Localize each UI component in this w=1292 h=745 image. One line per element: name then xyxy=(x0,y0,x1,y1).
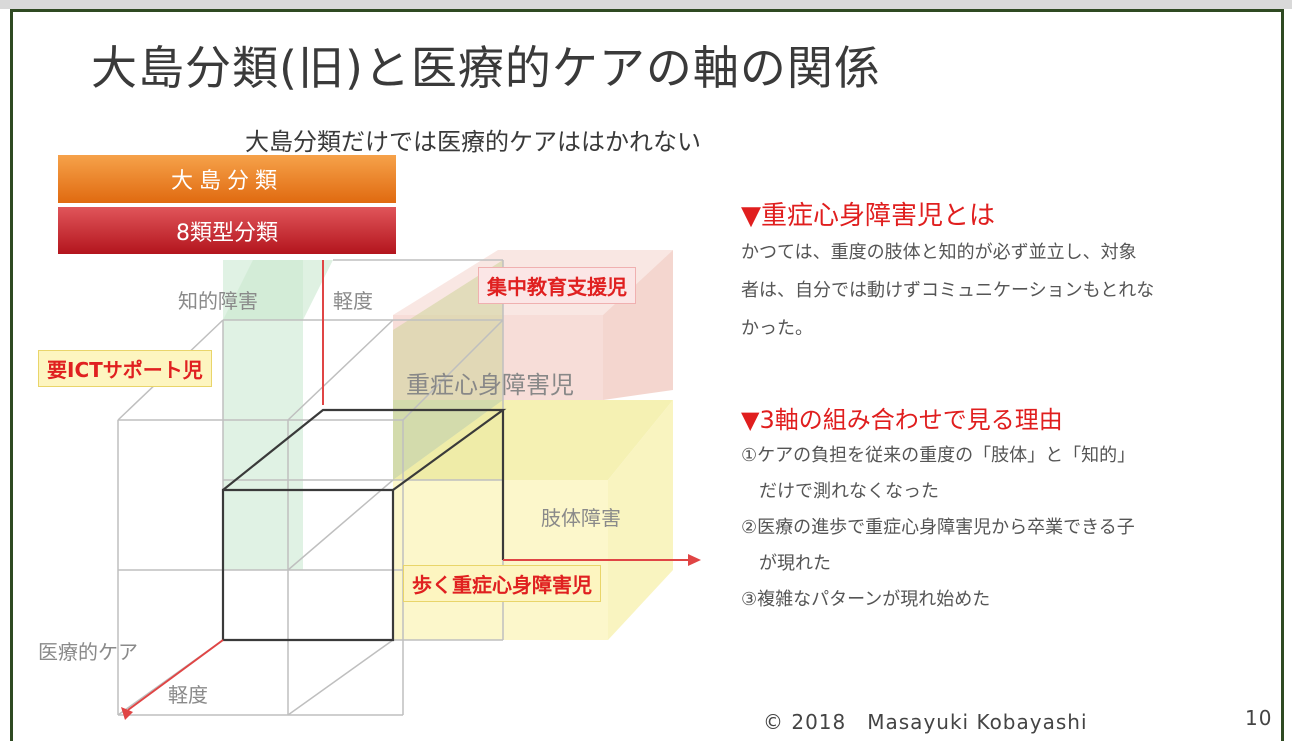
pink-block-side xyxy=(603,250,673,400)
mild-top-label: 軽度 xyxy=(333,289,373,313)
section2-item: ③複雑なパターンが現れ始めた xyxy=(741,589,991,610)
yellow-block-side xyxy=(608,400,673,640)
slide-title: 大島分類(旧)と医療的ケアの軸の関係 xyxy=(91,41,881,95)
section2-item: ②医療の進歩で重症心身障害児から卒業できる子 xyxy=(741,517,1135,538)
slide-subtitle: 大島分類だけでは医療的ケアははかれない xyxy=(245,128,701,156)
section1-line: かった。 xyxy=(741,318,813,339)
green-column xyxy=(223,260,303,570)
intensive-support-tag: 集中教育支援児 xyxy=(478,267,636,304)
section2-heading: ▼3軸の組み合わせで見る理由 xyxy=(741,406,1063,434)
severe-label: 重症心身障害児 xyxy=(406,371,574,399)
medical-care-label: 医療的ケア xyxy=(38,640,138,664)
mild-bottom-label: 軽度 xyxy=(168,683,208,707)
section2-item: だけで測れなくなった xyxy=(741,481,939,502)
type8-badge: 8類型分類 xyxy=(58,207,396,254)
slide: 大島分類(旧)と医療的ケアの軸の関係 大島分類だけでは医療的ケアははかれない xyxy=(10,9,1284,741)
cube-diagram xyxy=(117,250,701,720)
yellow-block-top xyxy=(393,400,673,480)
page-number: 10 xyxy=(1245,706,1273,730)
inner-cube xyxy=(221,408,507,642)
section1-heading: ▼重症心身障害児とは xyxy=(741,201,995,231)
section2-body: ①ケアの負担を従来の重度の「肢体」と「知的」 だけで測れなくなった ②医療の進歩… xyxy=(741,438,1135,618)
axis-lines xyxy=(127,260,688,711)
section2-item: ①ケアの負担を従来の重度の「肢体」と「知的」 xyxy=(741,445,1136,466)
section2-item: が現れた xyxy=(741,553,831,574)
axis-arrow-right xyxy=(688,554,701,566)
intellectual-label: 知的障害 xyxy=(178,289,258,313)
axis-arrow-down xyxy=(121,707,133,720)
copyright: © 2018 Masayuki Kobayashi xyxy=(763,710,1088,734)
section1-line: 者は、自分では動けずコミュニケーションもとれな xyxy=(741,280,1155,301)
top-band xyxy=(0,0,1292,9)
green-column-top xyxy=(223,260,333,320)
physical-label: 肢体障害 xyxy=(541,506,621,530)
oshima-badge: 大島分類 xyxy=(58,155,396,203)
section1-line: かつては、重度の肢体と知的が必ず並立し、対象 xyxy=(741,242,1137,263)
ict-support-tag: 要ICTサポート児 xyxy=(38,350,212,387)
walking-severe-tag: 歩く重症心身障害児 xyxy=(403,565,601,602)
section1-body: かつては、重度の肢体と知的が必ず並立し、対象 者は、自分では動けずコミュニケーシ… xyxy=(741,234,1154,348)
